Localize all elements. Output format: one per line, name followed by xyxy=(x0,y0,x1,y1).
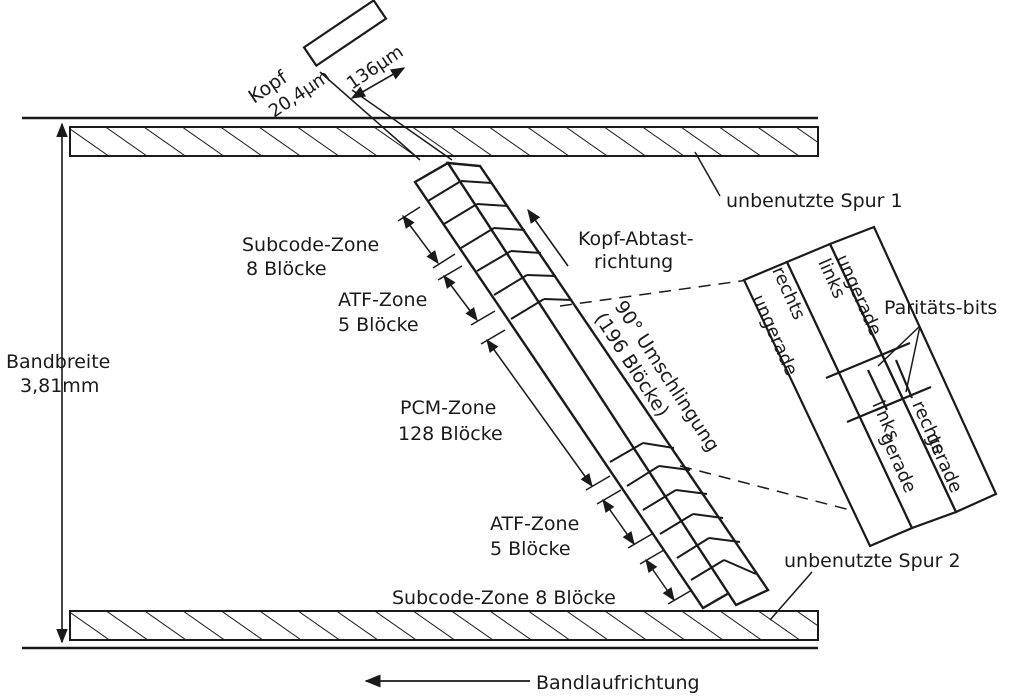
atf-zone-top-label: ATF-Zone xyxy=(338,289,427,311)
tape-width-label-2: 3,81mm xyxy=(20,375,99,397)
track-pitch-arrow xyxy=(350,67,406,99)
parity-pointer-1 xyxy=(877,325,921,367)
parity-bits-label: Paritäts-bits xyxy=(884,297,997,319)
subcode-zone-bottom-label: Subcode-Zone 8 Blöcke xyxy=(392,587,616,609)
scan-direction-label-2: richtung xyxy=(594,251,673,273)
unused-track-2 xyxy=(69,610,819,641)
atf-zone-bottom-label: ATF-Zone xyxy=(490,513,579,535)
extension-line-2 xyxy=(351,89,453,161)
pcm-zone-label: PCM-Zone xyxy=(400,397,496,419)
head-rectangle xyxy=(302,0,388,68)
track-pitch-label: 136µm xyxy=(343,41,407,94)
zone-dimensions xyxy=(397,206,693,605)
atf-blocks-bottom-label: 5 Blöcke xyxy=(490,538,571,560)
unused-1-pointer xyxy=(694,151,721,197)
scan-direction-label-1: Kopf-Abtast- xyxy=(578,228,694,250)
unused-2-pointer xyxy=(769,571,813,621)
pcm-blocks-label: 128 Blöcke xyxy=(398,423,503,445)
unused-track-1-label: unbenutzte Spur 1 xyxy=(726,190,903,212)
scan-direction-arrow xyxy=(527,208,569,267)
atf-blocks-top-label: 5 Blöcke xyxy=(338,314,419,336)
subcode-blocks-top-label: 8 Blöcke xyxy=(246,258,327,280)
tape-direction-label: Bandlaufrichtung xyxy=(536,672,700,694)
block-detail xyxy=(742,225,998,548)
parity-pointer-2 xyxy=(905,325,921,393)
unused-track-2-label: unbenutzte Spur 2 xyxy=(784,550,961,572)
tape-width-label-1: Bandbreite xyxy=(6,351,110,373)
unused-track-1 xyxy=(69,126,819,157)
projection-lines xyxy=(559,279,913,527)
extension-line-1 xyxy=(319,71,421,161)
subcode-zone-top-label: Subcode-Zone xyxy=(242,234,379,256)
